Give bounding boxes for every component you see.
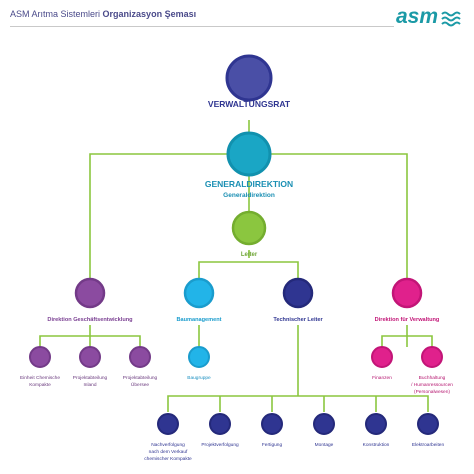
node-proj-inland-circle — [79, 346, 101, 368]
node-technischer-leiter: Technischer Leiter — [273, 277, 323, 323]
node-proj-inland-line-1: Projektabteilung — [73, 375, 108, 381]
node-verwaltungsrat-label: VERWALTUNGSRAT — [208, 99, 291, 109]
node-proj-uebersee-circle — [129, 346, 151, 368]
asm-logo: asm — [396, 6, 461, 28]
node-projektabteilung-inland: Projektabteilung Inland — [73, 346, 108, 388]
node-proj-uebersee-line-2: Übersee — [131, 381, 149, 388]
node-technischer-leiter-circle — [282, 277, 314, 309]
node-nachverfolgung-line-3: chemischer Kompakte — [144, 456, 192, 462]
node-elektroarbeiten-circle — [417, 413, 439, 435]
chart-title-main: Organizasyon Şeması — [102, 9, 197, 19]
node-montage: Montage — [313, 413, 335, 448]
node-fertigung-circle — [261, 413, 283, 435]
node-proj-uebersee-line-1: Projektabteilung — [123, 375, 158, 381]
node-einheit-circle — [29, 346, 51, 368]
node-direktion-geschaeftsentwicklung: Direktion Geschäftsentwicklung — [47, 277, 133, 323]
node-direktion-geschaeftsentwicklung-label: Direktion Geschäftsentwicklung — [47, 317, 133, 323]
node-buchhaltung: Buchhaltung / Humanressourcen (Personalw… — [411, 346, 453, 395]
node-generaldirektion: GENERALDIREKTION Generaldirektion — [205, 131, 293, 199]
node-proj-inland-line-2: Inland — [83, 382, 96, 388]
node-baugruppe: Baugruppe — [187, 346, 211, 381]
node-buchhaltung-line-2: / Humanressourcen — [411, 382, 453, 388]
node-technischer-leiter-label: Technischer Leiter — [273, 317, 323, 323]
node-projektverfolgung: Projektverfolgung — [201, 413, 239, 448]
node-elektroarbeiten: Elektroarbeiten — [412, 413, 445, 448]
node-buchhaltung-line-1: Buchhaltung — [419, 375, 446, 381]
node-buchhaltung-line-3: (Personalwesen) — [414, 389, 450, 395]
node-generaldirektion-sublabel: Generaldirektion — [223, 192, 275, 199]
node-montage-label: Montage — [315, 442, 334, 448]
node-elektroarbeiten-label: Elektroarbeiten — [412, 442, 445, 448]
node-baugruppe-circle — [188, 346, 210, 368]
node-montage-circle — [313, 413, 335, 435]
node-generaldirektion-label: GENERALDIREKTION — [205, 179, 293, 189]
node-leiter: Leiter — [231, 210, 267, 258]
chart-title: ASM Arıtma Sistemleri Organizasyon Şemas… — [10, 9, 196, 19]
node-finanzen-label: Finanzen — [372, 375, 392, 381]
node-einheit-chemische-kompakte: Einheit Chemische Kompakte — [20, 346, 60, 388]
node-leiter-circle — [231, 210, 267, 246]
node-finanzen-circle — [371, 346, 393, 368]
node-baumanagement-circle — [183, 277, 215, 309]
node-nachverfolgung-line-1: Nachverfolgung — [151, 442, 185, 448]
header-divider — [10, 26, 394, 27]
node-buchhaltung-circle — [421, 346, 443, 368]
node-generaldirektion-circle — [226, 131, 272, 177]
node-baumanagement-label: Baumanagement — [176, 317, 221, 323]
node-projektverfolgung-circle — [209, 413, 231, 435]
asm-logo-text: asm — [396, 6, 438, 28]
node-direktion-verwaltung: Direktion für Verwaltung — [375, 277, 440, 323]
node-konstruktion: Konstruktion — [363, 413, 390, 448]
node-nachverfolgung-circle — [157, 413, 179, 435]
node-baumanagement: Baumanagement — [176, 277, 222, 323]
node-projektabteilung-uebersee: Projektabteilung Übersee — [123, 346, 158, 388]
node-einheit-line-1: Einheit Chemische — [20, 375, 60, 381]
node-einheit-line-2: Kompakte — [29, 382, 51, 388]
node-direktion-verwaltung-label: Direktion für Verwaltung — [375, 317, 440, 323]
node-verwaltungsrat-circle — [225, 54, 273, 102]
connector-lines — [39, 120, 433, 412]
node-konstruktion-label: Konstruktion — [363, 442, 390, 448]
node-fertigung-label: Fertigung — [262, 442, 283, 448]
node-baugruppe-label: Baugruppe — [187, 375, 211, 381]
node-projektverfolgung-label: Projektverfolgung — [201, 442, 239, 448]
node-nachverfolgung-line-2: nach dem Verkauf — [149, 449, 188, 455]
node-nachverfolgung: Nachverfolgung nach dem Verkauf chemisch… — [144, 413, 192, 462]
node-verwaltungsrat: VERWALTUNGSRAT — [208, 54, 291, 109]
node-finanzen: Finanzen — [371, 346, 393, 381]
node-leiter-label: Leiter — [241, 252, 258, 258]
node-fertigung: Fertigung — [261, 413, 283, 448]
asm-logo-wave-1 — [441, 11, 461, 17]
node-konstruktion-circle — [365, 413, 387, 435]
node-direktion-geschaeftsentwicklung-circle — [74, 277, 106, 309]
chart-title-company: ASM Arıtma Sistemleri — [10, 9, 101, 19]
asm-logo-wave-2 — [441, 16, 461, 22]
node-direktion-verwaltung-circle — [391, 277, 423, 309]
asm-logo-wave-3 — [441, 21, 461, 27]
